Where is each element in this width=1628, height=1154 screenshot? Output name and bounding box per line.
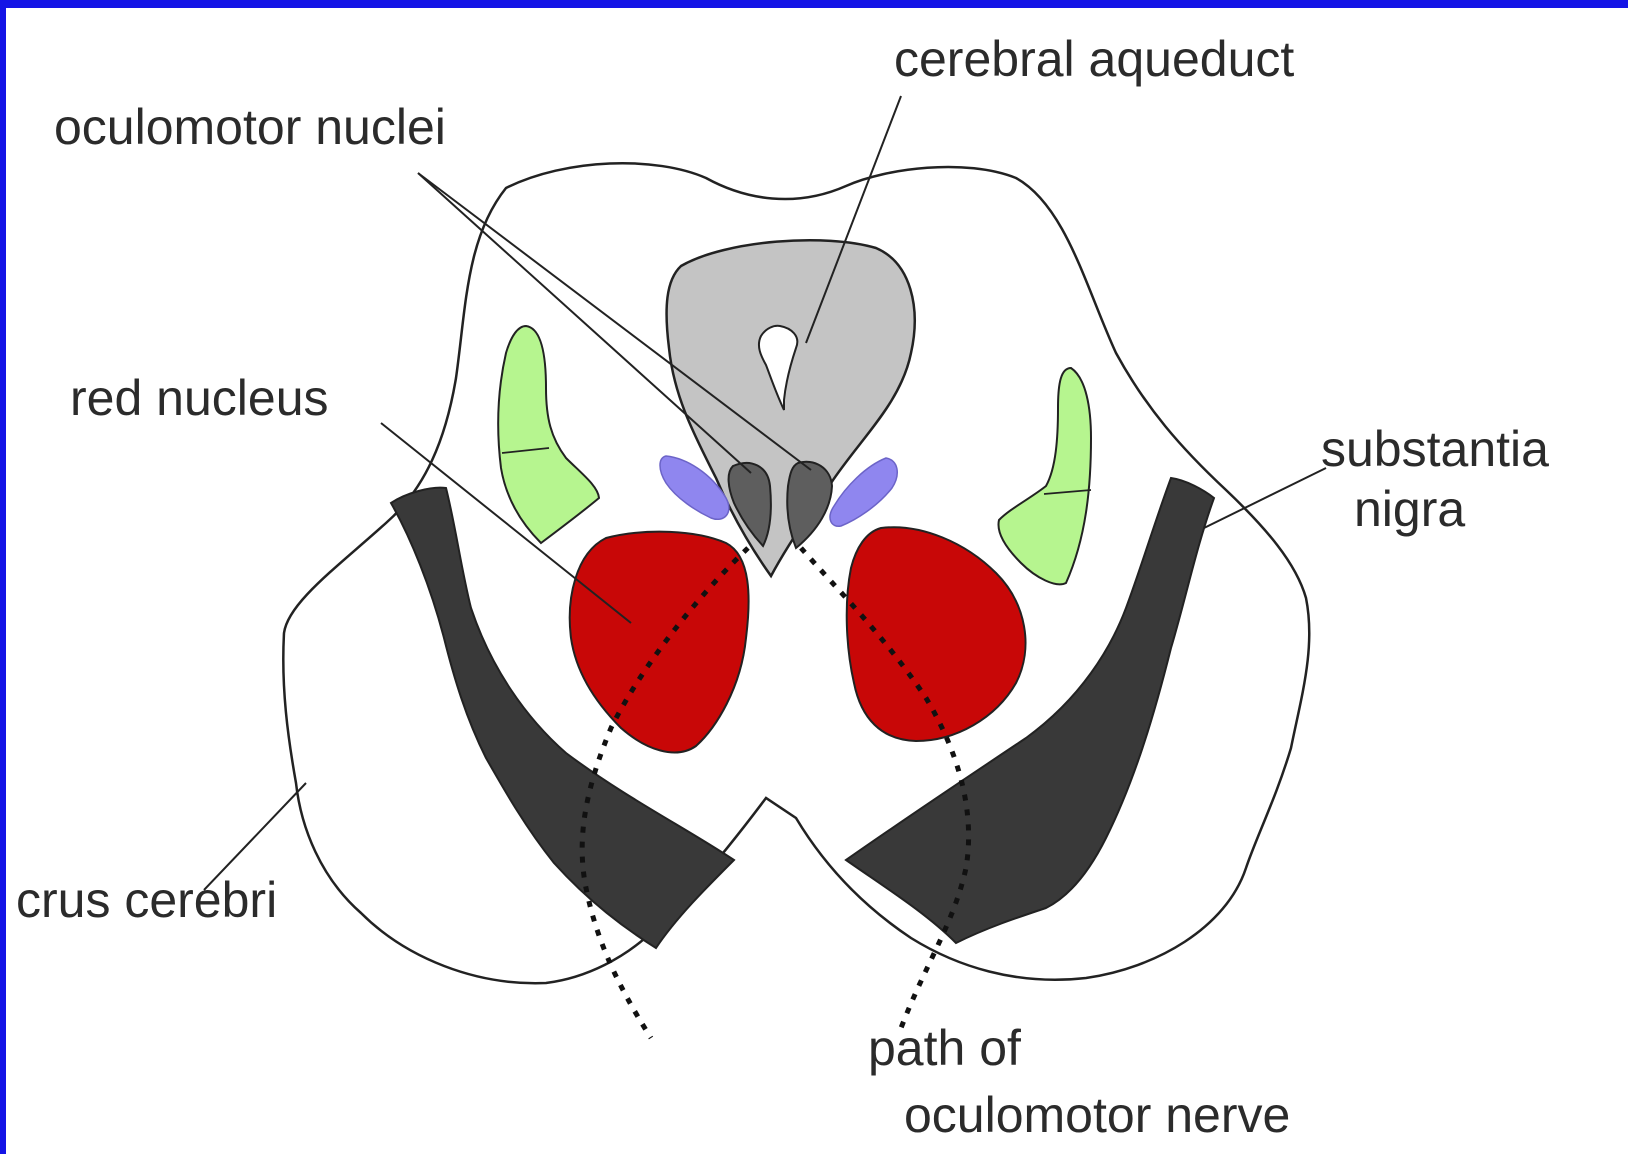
label-oculomotor-nerve-line2: oculomotor nerve bbox=[904, 1088, 1290, 1142]
label-substantia-nigra-line2: nigra bbox=[1354, 482, 1465, 536]
midbrain-cross-section bbox=[6, 8, 1628, 1154]
label-substantia-nigra-line1: substantia bbox=[1321, 422, 1549, 476]
label-oculomotor-nerve-line1: path of bbox=[868, 1021, 1021, 1075]
label-red-nucleus: red nucleus bbox=[70, 371, 329, 425]
label-oculomotor-nuclei: oculomotor nuclei bbox=[54, 100, 446, 154]
label-crus-cerebri: crus cerebri bbox=[16, 873, 277, 927]
diagram-frame: cerebral aqueduct oculomotor nuclei red … bbox=[6, 8, 1628, 1154]
label-cerebral-aqueduct: cerebral aqueduct bbox=[894, 32, 1294, 86]
